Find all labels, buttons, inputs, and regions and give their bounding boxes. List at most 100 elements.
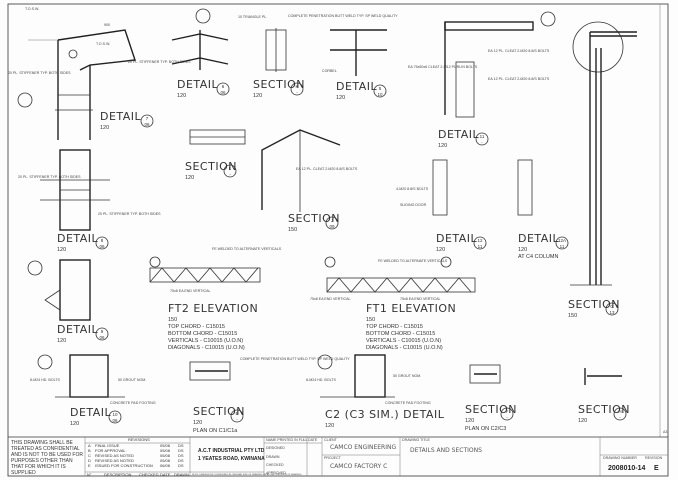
svg-text:50 GROUT NOM.: 50 GROUT NOM. bbox=[118, 378, 146, 382]
svg-text:PROJECT: PROJECT bbox=[324, 456, 342, 460]
svg-text:DS: DS bbox=[178, 458, 184, 463]
svg-text:AT C4 COLUMN: AT C4 COLUMN bbox=[518, 254, 558, 260]
svg-text:L: L bbox=[229, 166, 232, 171]
svg-text:DIAGONALS - C10015 (U.O.N): DIAGONALS - C10015 (U.O.N) bbox=[366, 345, 443, 351]
svg-text:CAMCO ENGINEERING: CAMCO ENGINEERING bbox=[330, 444, 396, 451]
detail-12-drawing: SLIDING DOOR 4-M20 8.8/S BOLTS bbox=[396, 159, 533, 216]
svg-text:D: D bbox=[88, 458, 91, 463]
copyright-notice: THIS DRAWING SHALL BE TREATED AS CONFIDE… bbox=[11, 440, 83, 476]
svg-text:C: C bbox=[88, 453, 91, 458]
svg-text:8-M24 HD. BOLTS: 8-M24 HD. BOLTS bbox=[30, 378, 60, 382]
section-j-drawing: EA 12 PL. CLEAT 2-M20 8.8/S BOLTS bbox=[261, 129, 358, 212]
svg-text:B: B bbox=[88, 448, 91, 453]
svg-text:TOP CHORD - C15015: TOP CHORD - C15015 bbox=[168, 324, 225, 330]
svg-text:SECTION: SECTION bbox=[185, 160, 237, 173]
svg-text:DETAIL: DETAIL bbox=[438, 128, 480, 141]
svg-text:120: 120 bbox=[100, 125, 109, 131]
svg-text:10 TRIANGLE PL.: 10 TRIANGLE PL. bbox=[238, 15, 267, 19]
svg-text:DETAILS AND SECTIONS: DETAILS AND SECTIONS bbox=[410, 447, 482, 454]
section-k-drawing: 10 TRIANGLE PL. COMPLETE PENETRATION BUT… bbox=[238, 14, 398, 72]
svg-text:DS: DS bbox=[178, 463, 184, 468]
svg-text:EA 75x50x6 CLEAT 2-M12 PURLIN: EA 75x50x6 CLEAT 2-M12 PURLIN BOLTS bbox=[408, 65, 478, 69]
svg-text:4-M20 8.8/S BOLTS: 4-M20 8.8/S BOLTS bbox=[396, 187, 429, 191]
svg-text:CONCRETE PAD FOOTING: CONCRETE PAD FOOTING bbox=[385, 401, 431, 405]
svg-text:SECTION: SECTION bbox=[578, 403, 630, 416]
svg-text:120: 120 bbox=[253, 93, 262, 99]
svg-text:EA 12 PL. CLEAT 2-M20 8.8/S BO: EA 12 PL. CLEAT 2-M20 8.8/S BOLTS bbox=[488, 77, 550, 81]
svg-text:DETAIL: DETAIL bbox=[70, 406, 112, 419]
svg-text:11: 11 bbox=[480, 134, 485, 139]
svg-text:-: - bbox=[481, 140, 483, 145]
svg-text:20 PL. STIFFENER TYP. BOTH SID: 20 PL. STIFFENER TYP. BOTH SIDES bbox=[128, 60, 191, 64]
svg-text:PLAN ON C1/C1a: PLAN ON C1/C1a bbox=[193, 428, 238, 434]
svg-text:12: 12 bbox=[477, 238, 483, 243]
title-block bbox=[8, 436, 668, 476]
svg-text:FT1 ELEVATION: FT1 ELEVATION bbox=[366, 302, 456, 315]
section-e-drawing: COMPLETE PENETRATION BUTT WELD TYP. SP W… bbox=[189, 357, 350, 381]
svg-text:E: E bbox=[88, 463, 91, 468]
svg-text:2008010-14: 2008010-14 bbox=[608, 465, 645, 472]
detail-8-drawing: 20 PL. STIFFENER TYP. BOTH SIDES 20 PL. … bbox=[18, 149, 161, 231]
svg-text:FINAL ISSUE: FINAL ISSUE bbox=[95, 443, 120, 448]
svg-text:120: 120 bbox=[185, 175, 194, 181]
svg-text:DESCRIPTION: DESCRIPTION bbox=[104, 472, 131, 477]
section-h-drawing bbox=[584, 368, 622, 385]
svg-text:10: 10 bbox=[377, 92, 383, 97]
svg-text:DATE: DATE bbox=[160, 472, 171, 477]
svg-text:SECTION: SECTION bbox=[568, 298, 620, 311]
svg-text:9: 9 bbox=[101, 329, 104, 334]
svg-text:PLAN ON C2/C3: PLAN ON C2/C3 bbox=[465, 426, 506, 432]
svg-text:ISSUED FOR CONSTRUCTION: ISSUED FOR CONSTRUCTION bbox=[95, 463, 153, 468]
svg-text:C2 (C3 SIM.) DETAIL: C2 (C3 SIM.) DETAIL bbox=[325, 408, 445, 421]
svg-text:20 PL. STIFFENER TYP. BOTH SID: 20 PL. STIFFENER TYP. BOTH SIDES bbox=[8, 71, 71, 75]
svg-text:DETAIL: DETAIL bbox=[518, 232, 560, 245]
svg-text:150: 150 bbox=[288, 227, 297, 233]
svg-text:-: - bbox=[506, 415, 508, 420]
svg-text:DRAWING TITLE: DRAWING TITLE bbox=[402, 438, 431, 442]
svg-text:120: 120 bbox=[465, 418, 474, 424]
client-block: CLIENT CAMCO ENGINEERING PROJECT CAMCO F… bbox=[324, 438, 396, 470]
svg-text:150: 150 bbox=[168, 317, 177, 323]
svg-text:VERTICALS - C10015 (U.O.N): VERTICALS - C10015 (U.O.N) bbox=[366, 338, 441, 344]
svg-text:REVISED AS NOTED: REVISED AS NOTED bbox=[95, 453, 134, 458]
svg-text:50 GROUT NOM.: 50 GROUT NOM. bbox=[393, 374, 421, 378]
svg-text:F: F bbox=[506, 409, 509, 414]
svg-text:20 PL. STIFFENER TYP. BOTH SID: 20 PL. STIFFENER TYP. BOTH SIDES bbox=[18, 175, 81, 179]
section-l-drawing bbox=[189, 129, 246, 145]
svg-text:05/08: 05/08 bbox=[160, 458, 171, 463]
svg-text:CHECKED: CHECKED bbox=[139, 472, 159, 477]
section-g-drawing bbox=[540, 11, 637, 286]
svg-text:120: 120 bbox=[325, 423, 334, 429]
svg-text:120: 120 bbox=[518, 247, 527, 253]
svg-text:120: 120 bbox=[177, 93, 186, 99]
svg-text:5: 5 bbox=[379, 86, 382, 91]
svg-text:SECTION: SECTION bbox=[288, 212, 340, 225]
svg-text:75x8 EA END VERTICAL: 75x8 EA END VERTICAL bbox=[400, 297, 440, 301]
svg-text:-: - bbox=[236, 417, 238, 422]
svg-text:06: 06 bbox=[112, 418, 118, 423]
detail-11-drawing: EA 75x50x6 CLEAT 2-M12 PURLIN BOLTS EA 1… bbox=[408, 21, 550, 118]
svg-text:BOTTOM CHORD - C15015: BOTTOM CHORD - C15015 bbox=[168, 331, 237, 337]
svg-text:EA 12 PL. CLEAT 2-M20 8.8/S BO: EA 12 PL. CLEAT 2-M20 8.8/S BOLTS bbox=[296, 167, 358, 171]
svg-text:900: 900 bbox=[104, 23, 110, 27]
detail-10-drawing: 50 GROUT NOM. CONCRETE PAD FOOTING 8-M24… bbox=[30, 354, 156, 405]
svg-text:DETAIL: DETAIL bbox=[100, 110, 142, 123]
svg-text:06: 06 bbox=[99, 335, 105, 340]
svg-text:DATE: DATE bbox=[308, 438, 318, 442]
svg-text:05/08: 05/08 bbox=[160, 453, 171, 458]
svg-text:TOP CHORD - C15015: TOP CHORD - C15015 bbox=[366, 324, 423, 330]
